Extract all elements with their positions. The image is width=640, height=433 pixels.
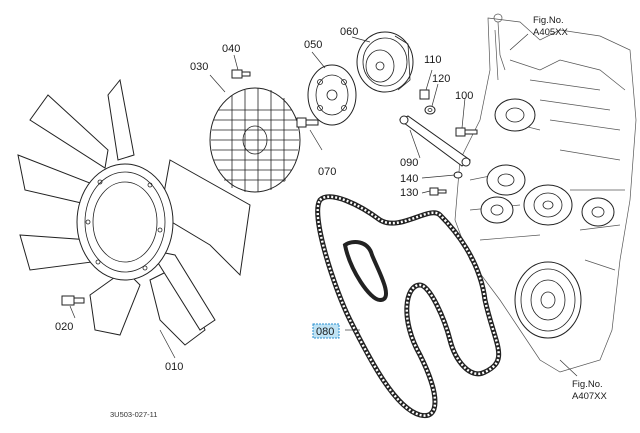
fig-ref-bottom-line2: A407XX: [572, 391, 608, 402]
fig-ref-bottom[interactable]: Fig.No. A407XX: [572, 379, 608, 402]
engine-block: [454, 13, 637, 373]
label-070[interactable]: 070: [318, 166, 336, 178]
label-010[interactable]: 010: [165, 361, 183, 373]
label-110[interactable]: 110: [424, 54, 442, 66]
label-030[interactable]: 030: [190, 61, 208, 73]
tension-rod[interactable]: [399, 115, 471, 167]
label-080-highlight[interactable]: 080: [312, 323, 340, 339]
fan-clutch-fins: [211, 88, 299, 192]
fan-drive-pulley[interactable]: [307, 64, 357, 126]
crankshaft-pulley: [514, 261, 582, 339]
drawing-code: 3U503-027-11: [110, 410, 157, 419]
washer-140[interactable]: [453, 171, 463, 179]
label-020[interactable]: 020: [55, 321, 73, 333]
label-040[interactable]: 040: [222, 43, 240, 55]
tensioner-pulley: [480, 196, 514, 224]
idler-pulley-upper: [494, 98, 536, 132]
fan-assembly[interactable]: [17, 78, 251, 346]
washer-120[interactable]: [424, 105, 436, 115]
fig-ref-top-line1: Fig.No.: [533, 15, 564, 26]
label-060[interactable]: 060: [340, 26, 358, 38]
label-090[interactable]: 090: [400, 157, 418, 169]
nut-110[interactable]: [419, 89, 430, 100]
fig-ref-top-line2: A405XX: [533, 27, 569, 38]
label-130[interactable]: 130: [400, 187, 418, 199]
fig-ref-bottom-line1: Fig.No.: [572, 379, 603, 390]
label-100[interactable]: 100: [455, 90, 473, 102]
label-050[interactable]: 050: [304, 39, 322, 51]
fan-bolt[interactable]: [61, 295, 85, 306]
label-140[interactable]: 140: [400, 173, 418, 185]
idler-pulley-middle: [486, 164, 526, 196]
leader-lines: [69, 33, 578, 377]
part-labels: 010 020 030 040 050 060 070 080 090 100 …: [55, 26, 473, 373]
label-120[interactable]: 120: [432, 73, 450, 85]
clutch-bolt[interactable]: [231, 69, 251, 79]
fig-ref-top[interactable]: Fig.No. A405XX: [533, 15, 569, 38]
bolt-130[interactable]: [429, 187, 447, 196]
bolt-100[interactable]: [455, 127, 478, 137]
v-pulley[interactable]: [356, 31, 414, 93]
idler-pulley-right: [581, 197, 615, 227]
fan-clutch[interactable]: [209, 87, 301, 193]
alternator-pulley: [523, 184, 573, 226]
v-belt[interactable]: [315, 194, 502, 419]
label-080[interactable]: 080: [316, 326, 334, 338]
fan-hole: [85, 179, 163, 271]
pulley-bolt[interactable]: [296, 117, 319, 128]
